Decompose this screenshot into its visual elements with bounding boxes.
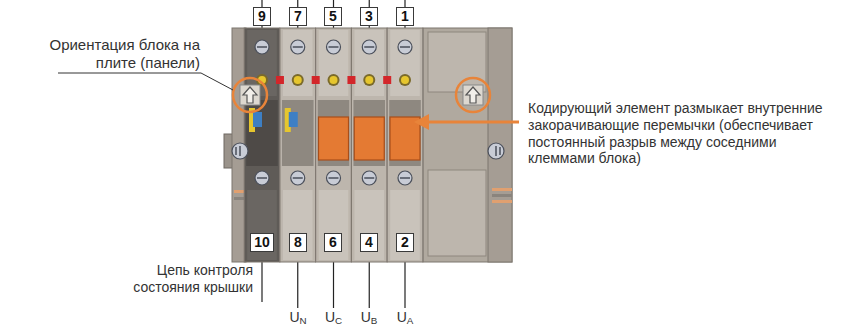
coding-element [319,117,349,160]
terminal-module [347,28,387,262]
end-plate-stripe [492,200,512,203]
screw-slot [239,146,241,156]
terminal-number-plate: 10 [250,233,274,252]
screw-slot [495,146,497,156]
wire [261,258,262,302]
end-plate-stripe [234,190,244,193]
end-plate-stripe [492,194,512,197]
terminal-number: 5 [329,8,337,24]
end-panel [428,170,486,256]
orientation-mark [240,85,260,105]
wire [369,258,370,308]
end-plate-stripe [492,188,512,191]
end-plate [488,28,512,262]
terminal-number-plate: 8 [289,233,307,252]
screw-slot [235,147,237,155]
terminal-number: 3 [365,8,373,24]
orientation-arrow [243,87,257,103]
orientation-arrow [466,87,480,103]
signal-name: UB [361,309,378,327]
callout-arrowhead [414,114,429,130]
terminal-number-plate: 1 [396,7,414,26]
terminal-number: 10 [254,234,270,250]
callout-text: Цепь контроля состояния крышки [126,262,253,296]
end-plate-stripe [234,197,244,200]
terminal-number-plate: 6 [324,233,342,252]
leader-line [58,73,233,90]
callout-arrow [426,121,519,124]
signal-name: UC [325,309,342,327]
terminal-number-plate: 7 [289,7,307,26]
terminal-modules [244,28,423,262]
terminal-number: 4 [365,234,373,250]
terminal-number: 6 [329,234,337,250]
signal-name: UA [397,309,414,327]
terminal-number: 7 [294,8,302,24]
wire [404,258,405,308]
highlight-circle [233,78,267,112]
terminal-number: 9 [258,8,266,24]
wire [333,258,334,308]
terminal-module [383,28,423,262]
clamp-screw [488,143,504,159]
terminal-number-plate: 3 [360,7,378,26]
terminal-number-plate: 9 [253,7,271,26]
orientation-mark [463,85,483,105]
clamp-screw [232,143,248,159]
highlight-circle [456,78,490,112]
terminal-number-plate: 5 [324,7,342,26]
terminal-number: 1 [401,8,409,24]
callout-text: Кодирующий элемент размыкает внутренние … [528,100,840,167]
wires [262,0,405,308]
screw-slot [499,147,501,155]
terminal-number: 2 [401,234,409,250]
signal-name: UN [289,309,306,327]
coding-element [390,117,420,160]
end-section [423,28,512,262]
terminal-number-plate: 4 [360,233,378,252]
wire [297,258,298,308]
terminal-module [276,28,316,262]
end-panel [428,32,486,92]
terminal-number: 8 [294,234,302,250]
terminal-module [244,28,280,262]
terminal-module [312,28,352,262]
terminal-number-plate: 2 [396,233,414,252]
callout-text: Ориентация блока на плите (панели) [48,36,200,72]
coding-element [354,117,384,160]
